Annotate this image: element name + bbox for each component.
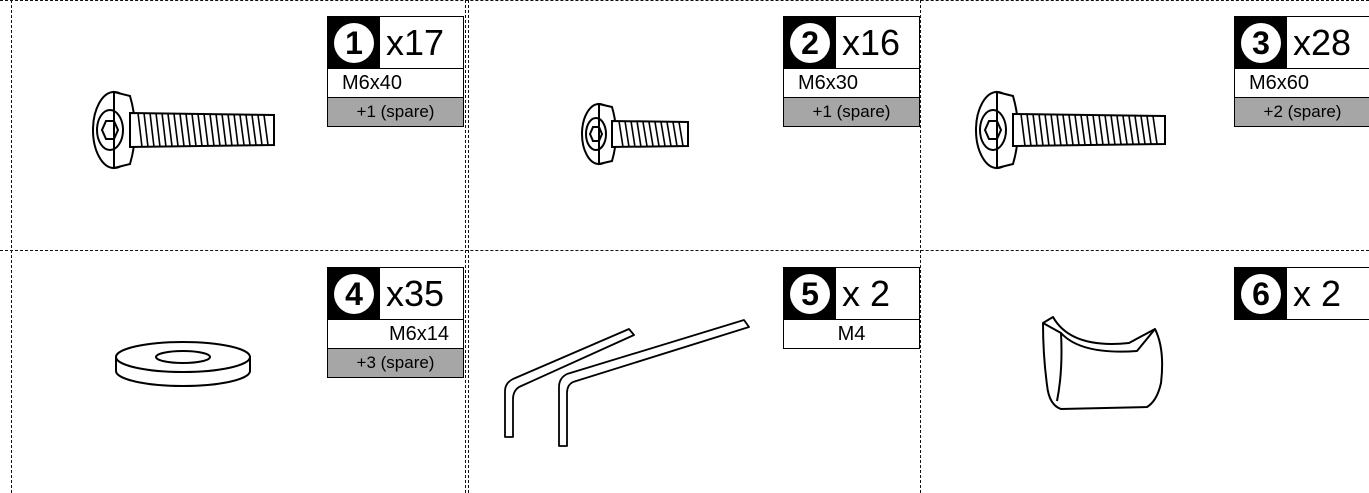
part-number-badge: 5	[784, 268, 836, 319]
washer-icon	[115, 341, 251, 387]
size: M6x30	[783, 68, 920, 97]
quantity: x17	[386, 21, 445, 63]
quantity-row: 5 x 2	[783, 267, 920, 319]
bolt-icon	[581, 102, 689, 166]
part-cell-1: 1 x17 M6x40 +1 (spare)	[12, 0, 465, 250]
part-label-1: 1 x17 M6x40 +1 (spare)	[327, 16, 464, 127]
size: M6x14	[327, 319, 464, 348]
part-number-badge: 2	[784, 17, 836, 68]
bolt-icon	[975, 90, 1166, 170]
part-number-badge: 4	[328, 268, 380, 319]
grid-divider	[0, 0, 1369, 1]
part-label-4: 4 x35 M6x14 +3 (spare)	[327, 267, 464, 378]
quantity-row: 6 x 2	[1234, 267, 1369, 320]
part-number-badge: 1	[328, 17, 380, 68]
part-cell-4: 4 x35 M6x14 +3 (spare)	[12, 251, 465, 493]
part-cell-3: 3 x28 M6x60 +2 (spare)	[921, 0, 1369, 250]
part-cell-5: 5 x 2 M4	[469, 251, 920, 493]
grid-divider	[465, 0, 466, 493]
spare-count: +1 (spare)	[327, 97, 464, 127]
allen-key-icon	[504, 319, 750, 447]
part-number: 5	[790, 273, 830, 314]
quantity-row: 3 x28	[1234, 16, 1369, 68]
size: M4	[783, 319, 920, 349]
grid-divider	[920, 0, 921, 493]
spare-count: +3 (spare)	[327, 348, 464, 378]
quantity: x28	[1293, 21, 1352, 63]
part-cell-6: 6 x 2	[921, 251, 1369, 493]
part-number: 1	[334, 22, 374, 63]
part-number: 2	[790, 22, 830, 63]
spare-count: +1 (spare)	[783, 97, 920, 127]
quantity: x 2	[842, 272, 891, 314]
quantity: x35	[386, 272, 445, 314]
grid-divider	[0, 250, 1369, 251]
grid-divider	[468, 0, 469, 493]
quantity-row: 1 x17	[327, 16, 464, 68]
quantity-row: 4 x35	[327, 267, 464, 319]
size: M6x40	[327, 68, 464, 97]
part-number: 3	[1241, 22, 1281, 63]
part-label-3: 3 x28 M6x60 +2 (spare)	[1234, 16, 1369, 127]
part-label-2: 2 x16 M6x30 +1 (spare)	[783, 16, 920, 127]
part-number-badge: 6	[1235, 268, 1287, 319]
part-label-5: 5 x 2 M4	[783, 267, 920, 349]
quantity: x16	[842, 21, 901, 63]
part-label-6: 6 x 2	[1234, 267, 1369, 320]
part-number: 6	[1241, 273, 1281, 314]
part-cell-2: 2 x16 M6x30 +1 (spare)	[469, 0, 920, 250]
part-number: 4	[334, 273, 374, 314]
bolt-icon	[92, 90, 275, 170]
bracket-icon	[1042, 316, 1164, 410]
spare-count: +2 (spare)	[1234, 97, 1369, 127]
part-number-badge: 3	[1235, 17, 1287, 68]
quantity: x 2	[1293, 272, 1342, 314]
grid-divider	[11, 0, 12, 493]
size: M6x60	[1234, 68, 1369, 97]
quantity-row: 2 x16	[783, 16, 920, 68]
